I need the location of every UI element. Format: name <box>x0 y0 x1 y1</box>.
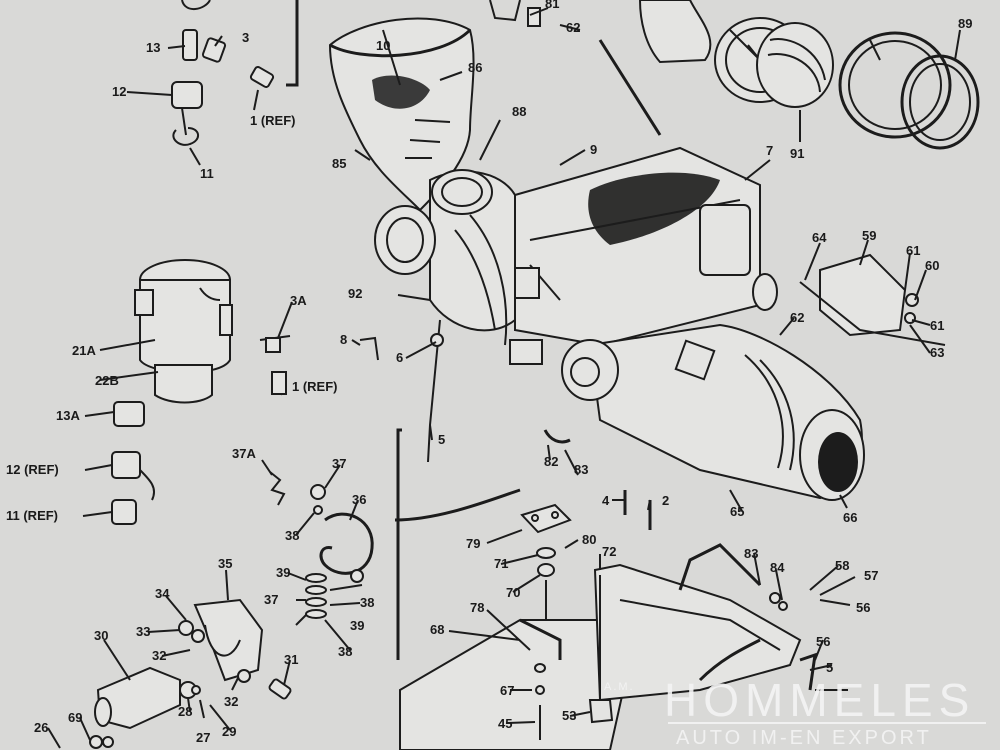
starter-motor <box>561 323 865 501</box>
callout-37-b: 37 <box>264 592 278 607</box>
actuator-clamp <box>89 598 292 749</box>
callout-31: 31 <box>284 652 298 667</box>
callout-92: 92 <box>348 286 362 301</box>
engine-block <box>374 146 778 365</box>
callout-13: 13 <box>146 40 160 55</box>
callout-91: 91 <box>790 146 804 161</box>
callout-68: 67 <box>500 683 514 698</box>
callout-33: 33 <box>136 624 150 639</box>
fitting-assembly-top-left <box>171 0 299 146</box>
callout-37a: 37A <box>232 446 256 461</box>
callout-38-top: 38 <box>285 528 299 543</box>
callout-21a: 21A <box>72 343 96 358</box>
mount-bracket-right <box>799 253 946 346</box>
callout-83-bottom: 83 <box>744 546 758 561</box>
callout-22b: 22B <box>95 373 119 388</box>
leader-lines <box>47 7 961 749</box>
callout-84: 84 <box>770 560 785 575</box>
callout-37-top: 37 <box>332 456 346 471</box>
callout-86: 86 <box>468 60 482 75</box>
callout-5: 5 <box>438 432 445 447</box>
callout-53: 56 <box>816 634 830 649</box>
callout-30: 30 <box>94 628 108 643</box>
bracket-hardware-stack <box>269 471 521 619</box>
fuel-filter-assembly <box>111 259 291 525</box>
callout-12: 12 <box>112 84 126 99</box>
callout-2: 2 <box>662 493 669 508</box>
callout-85: 85 <box>332 156 346 171</box>
callout-39-a: 39 <box>276 565 290 580</box>
callout-60: 60 <box>925 258 939 273</box>
callout-13a: 13A <box>56 408 80 423</box>
throttle-linkage <box>359 319 444 660</box>
callout-67: 45 <box>498 716 512 731</box>
callout-34: 34 <box>155 586 170 601</box>
callout-32-a: 32 <box>152 648 166 663</box>
callout-88: 88 <box>512 104 526 119</box>
callout-71: 71 <box>494 556 508 571</box>
part-callouts: 13 3 12 1 (REF) 11 10 86 81 62 88 9 85 8… <box>6 0 972 745</box>
callout-10: 10 <box>376 38 390 53</box>
callout-80: 80 <box>582 532 596 547</box>
callout-61-top: 61 <box>906 243 920 258</box>
callout-83-mid: 83 <box>574 462 588 477</box>
callout-11-ref: 11 (REF) <box>6 508 58 523</box>
callout-12-ref: 12 (REF) <box>6 462 59 477</box>
dealer-watermark: A.M. HOMMELES AUTO IM-EN EXPORT <box>604 674 986 749</box>
callout-63: 63 <box>930 345 944 360</box>
callout-61-mid: 61 <box>930 318 944 333</box>
callout-56-bottom: 5 <box>826 660 833 675</box>
callout-11: 11 <box>200 166 214 181</box>
callout-69: 78 <box>470 600 484 615</box>
callout-28-a: 28 <box>178 704 192 719</box>
callout-38-b: 38 <box>360 595 374 610</box>
callout-1-ref-mid: 1 (REF) <box>292 379 338 394</box>
callout-72: 72 <box>602 544 616 559</box>
callout-81: 81 <box>545 0 559 11</box>
callout-66: 66 <box>843 510 857 525</box>
watermark-rule <box>668 722 986 724</box>
callout-32-b: 32 <box>224 694 238 709</box>
callout-9: 9 <box>590 142 597 157</box>
callout-7: 7 <box>766 143 773 158</box>
watermark-prefix: A.M. <box>604 681 635 693</box>
intake-duct <box>328 17 475 212</box>
callout-57: 57 <box>864 568 878 583</box>
gauge-and-rings <box>638 0 980 150</box>
callout-65: 65 <box>730 504 744 519</box>
engine-frame <box>399 429 817 750</box>
callout-62-top: 62 <box>566 20 580 35</box>
callout-79: 79 <box>466 536 480 551</box>
callout-35: 35 <box>218 556 232 571</box>
callout-36: 36 <box>352 492 366 507</box>
callout-70: 70 <box>506 585 520 600</box>
callout-56-mid: 56 <box>856 600 870 615</box>
watermark-tagline: AUTO IM-EN EXPORT <box>676 727 932 749</box>
callout-58: 58 <box>835 558 849 573</box>
callout-29: 29 <box>222 724 236 739</box>
callout-38-c: 38 <box>338 644 352 659</box>
callout-62-mid: 62 <box>790 310 804 325</box>
callout-3: 3 <box>242 30 249 45</box>
callout-8: 8 <box>340 332 347 347</box>
callout-78: 68 <box>430 622 444 637</box>
mounting-plate-center <box>520 503 572 620</box>
callout-28-b: 69 <box>68 710 82 725</box>
callout-3a: 3A <box>290 293 307 308</box>
callout-82: 82 <box>544 454 558 469</box>
watermark-brand: HOMMELES <box>664 674 975 726</box>
callout-59: 59 <box>862 228 876 243</box>
parts-artwork <box>47 0 980 750</box>
callout-26: 26 <box>34 720 48 735</box>
callout-45: 53 <box>562 708 576 723</box>
callout-89: 89 <box>958 16 972 31</box>
callout-1-ref-top: 1 (REF) <box>250 113 296 128</box>
callout-6: 6 <box>396 350 403 365</box>
callout-4: 4 <box>602 493 610 508</box>
callout-64: 64 <box>812 230 827 245</box>
callout-27: 27 <box>196 730 210 745</box>
callout-39-b: 39 <box>350 618 364 633</box>
